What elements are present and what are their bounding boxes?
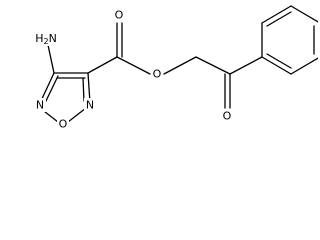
bond-c4-nh2: [47, 44, 55, 74]
bond-c4-n-left-double: [44, 75, 59, 104]
chemical-structure-diagram: H2N N O N O O O: [34, 5, 318, 131]
ring-oxygen-label: O: [59, 118, 68, 131]
furazan-ring: [39, 72, 91, 123]
bond-ester-o-ch2: [163, 56, 197, 75]
benzene-inner-1: [266, 11, 292, 27]
bond-c3-carbonyl: [87, 56, 118, 74]
benzene-bond-2: [261, 5, 292, 24]
bond-n-right-c3-double: [82, 77, 85, 102]
bond-ch2-ketone-c: [195, 56, 231, 75]
benzene-bond-5: [290, 57, 318, 75]
atom-labels: H2N N O N O O O: [34, 8, 233, 131]
amino-group-label: H2N: [35, 32, 57, 46]
phenacyl-group: [195, 56, 263, 109]
benzene-bond-6: [261, 56, 292, 75]
benzene-bond-3: [290, 5, 318, 23]
ester-group: [87, 22, 197, 75]
ester-carbonyl-oxygen-label: O: [115, 9, 124, 22]
ester-oxygen-label: O: [153, 68, 162, 81]
bond-ketone-phenyl: [229, 56, 263, 75]
ketone-oxygen-label: O: [223, 110, 232, 123]
ring-nitrogen-right-label: N: [86, 99, 94, 112]
bond-o-n-right: [67, 107, 87, 123]
benzene-ring: [261, 5, 318, 75]
benzene-inner-3: [266, 53, 292, 69]
ring-nitrogen-left-label: N: [36, 99, 44, 112]
bond-carbonyl-ester-o: [116, 56, 151, 75]
